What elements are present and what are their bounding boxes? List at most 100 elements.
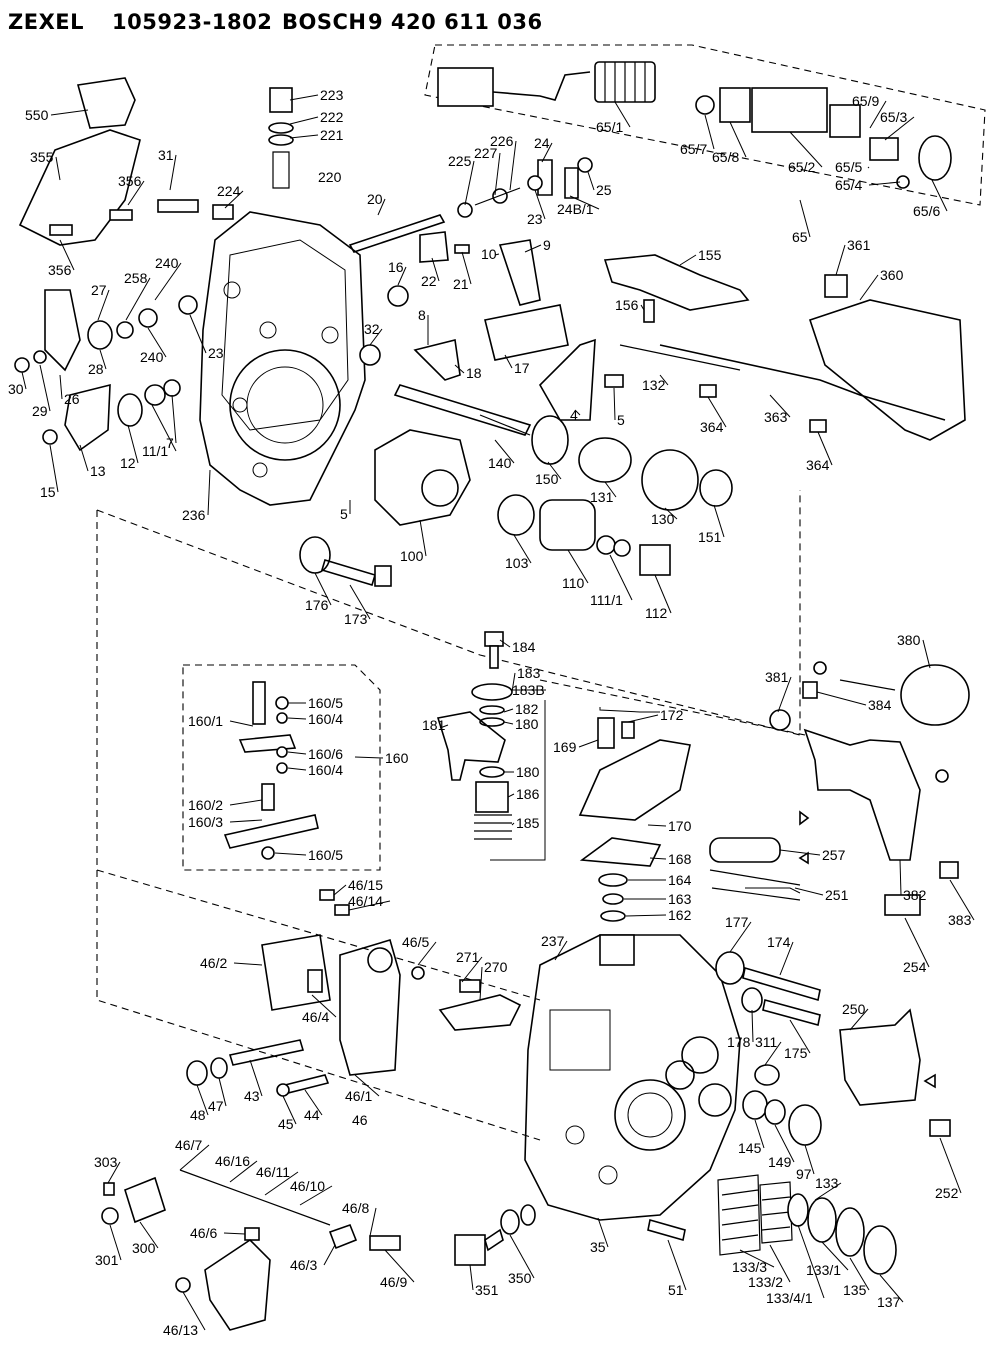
part-label-131: 131	[590, 489, 614, 505]
part-label-271: 271	[456, 949, 480, 965]
screw-172	[621, 721, 635, 739]
leader-line-185	[511, 822, 515, 826]
part-label-65-9: 65/9	[852, 93, 879, 109]
leader-line-28	[99, 349, 107, 370]
lever-4	[539, 338, 596, 421]
leader-line-46-4	[311, 994, 337, 1018]
part-label-162: 162	[668, 907, 692, 923]
screw-252	[929, 1119, 951, 1137]
plug-4613	[175, 1277, 191, 1293]
nut-466	[244, 1227, 260, 1241]
lever-181	[436, 711, 506, 781]
leader-line-350	[509, 1234, 535, 1279]
leader-line-133-4-1	[797, 1224, 825, 1299]
screw-271	[459, 979, 481, 993]
bracket-360	[808, 299, 966, 441]
part-label-4: 4	[570, 407, 578, 423]
plug-223	[269, 87, 293, 113]
shaft-20	[348, 214, 446, 253]
part-label-15: 15	[40, 484, 56, 500]
leader-line-110	[567, 549, 589, 584]
screw-384	[802, 681, 818, 699]
solenoid-group-outline	[424, 44, 986, 206]
part-label-364: 364	[700, 419, 724, 435]
leader-line-51	[667, 1239, 687, 1291]
spring-220	[272, 151, 290, 189]
leader-line-382	[899, 859, 902, 896]
lever-22	[419, 231, 449, 263]
cable-363	[659, 344, 946, 421]
leader-line-46-5	[417, 941, 437, 966]
part-label-46-1: 46/1	[345, 1088, 372, 1104]
washer-149	[764, 1099, 786, 1125]
leader-line-151	[713, 504, 725, 538]
leader-line-13	[79, 444, 89, 472]
part-label-9: 9	[543, 237, 551, 253]
part-label-172: 172	[660, 707, 684, 723]
plug-303	[103, 1182, 115, 1196]
ring-111	[144, 384, 166, 406]
leader-line-103	[513, 534, 532, 564]
plug-301	[101, 1207, 119, 1225]
shaft-1601	[252, 681, 266, 725]
stud-380	[839, 679, 896, 691]
lower-housing-bore-inner	[627, 1092, 673, 1138]
leader-line-176	[314, 572, 332, 606]
bracket-462	[261, 934, 331, 1011]
part-label-186: 186	[516, 786, 540, 802]
leader-line-46-9	[384, 1249, 415, 1283]
nut-381	[769, 709, 791, 731]
rod-467	[179, 1169, 331, 1226]
plate-1603	[223, 814, 319, 849]
part-label-11-1: 11/1	[142, 443, 168, 459]
part-label-250: 250	[842, 1001, 866, 1017]
part-label-300: 300	[132, 1240, 156, 1256]
cap-48	[186, 1060, 208, 1086]
leader-line-133-1	[821, 1241, 849, 1271]
leader-line-254	[904, 917, 930, 968]
sleeve-257	[709, 837, 781, 863]
housing-top-port	[599, 934, 635, 966]
screw-4615	[319, 889, 335, 901]
lower-housing-port-3	[665, 1060, 695, 1090]
housing-hole-2	[259, 321, 277, 339]
part-label-151: 151	[698, 529, 722, 545]
sleeve-103	[497, 494, 535, 536]
connector-550	[76, 77, 136, 129]
brand-zexel: ZEXEL	[8, 10, 84, 34]
part-label-180: 180	[515, 716, 539, 732]
part-label-145: 145	[738, 1140, 762, 1156]
leader-line-133-2	[769, 1244, 791, 1283]
nut-15	[42, 429, 58, 445]
washer-180-b	[479, 766, 505, 778]
part-label-356: 356	[48, 262, 72, 278]
part-label-175: 175	[784, 1045, 808, 1061]
part-drawings	[14, 44, 986, 1331]
part-label-160-1: 160/1	[188, 713, 223, 729]
part-label-251: 251	[825, 887, 849, 903]
arrow-marker-250	[923, 1073, 936, 1089]
part-label-160-5: 160/5	[308, 695, 343, 711]
leader-line-364	[817, 431, 833, 466]
part-label-149: 149	[768, 1154, 792, 1170]
bolt-31	[157, 199, 199, 213]
leader-line-360	[859, 274, 879, 301]
leader-line-27	[97, 289, 110, 321]
part-label-46-6: 46/6	[190, 1225, 217, 1241]
pin-8	[413, 339, 461, 381]
part-label-356: 356	[118, 173, 142, 189]
part-label-46-5: 46/5	[402, 934, 429, 950]
housing-hole-5	[252, 462, 268, 478]
leader-line-258	[125, 277, 151, 321]
spring-12	[117, 393, 143, 427]
leader-line-46-8	[369, 1207, 377, 1237]
plate-24b1	[564, 167, 579, 199]
leader-line-30	[21, 371, 27, 390]
washer-29	[33, 350, 47, 364]
part-label-351: 351	[475, 1282, 499, 1298]
screw-364-left	[699, 384, 717, 398]
part-label-164: 164	[668, 872, 692, 888]
part-label-100: 100	[400, 548, 424, 564]
